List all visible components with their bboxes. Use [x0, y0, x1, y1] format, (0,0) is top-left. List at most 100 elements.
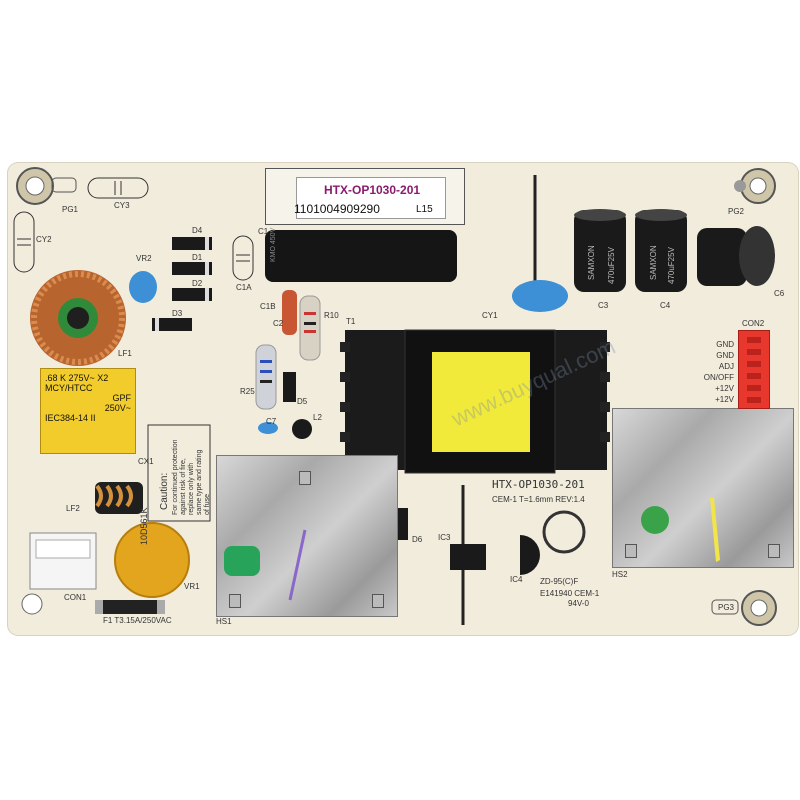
con2-pin-label: +12V [715, 395, 734, 404]
caution-line: replace only with [188, 462, 195, 515]
resistor-c2 [282, 290, 297, 335]
cap-rating: 470uF25V [667, 247, 676, 284]
label-serial: 1101004909290 [294, 202, 380, 216]
designator-l2: L2 [313, 413, 322, 422]
silk-material: CEM-1 T=1.6mm REV:1.4 [492, 495, 585, 504]
connector-con1 [29, 532, 97, 590]
designator-cx1: CX1 [138, 457, 154, 466]
designator-ic4: IC4 [510, 575, 523, 584]
designator-d5: D5 [297, 397, 308, 406]
svg-text:KMO 450V: KMO 450V [270, 227, 277, 262]
designator-ic3: IC3 [438, 533, 451, 542]
designator-d1: D1 [192, 253, 203, 262]
con2-pin-label: ADJ [718, 362, 734, 371]
ic4-optocoupler [520, 535, 540, 575]
designator-t1: T1 [346, 317, 356, 326]
output-capacitors [574, 209, 775, 292]
con2-pin-label: GND [716, 340, 734, 349]
silk-flammability: 94V-0 [568, 599, 589, 608]
ic3-chip [450, 544, 486, 570]
designator-pg2: PG2 [728, 207, 745, 216]
y-capacitor-vr2 [129, 271, 157, 303]
caution-line: For continued protection [172, 439, 179, 516]
designator-vr2: VR2 [136, 254, 152, 263]
varistor [114, 522, 190, 598]
x2-brand: GPF [112, 393, 131, 403]
caution-box [147, 424, 211, 522]
heatsink-slot [768, 544, 780, 558]
designator-cy3: CY3 [114, 201, 130, 210]
designator-d3: D3 [172, 309, 183, 318]
designator-pg3: PG3 [718, 603, 735, 612]
designator-c6: C6 [774, 289, 785, 298]
cap-brand: SAMXON [587, 245, 596, 280]
capacitor-c7 [258, 422, 278, 434]
diode-d5 [283, 372, 296, 402]
fuse-label: F1 T3.15A/250VAC [103, 616, 172, 625]
diode-d6 [395, 508, 408, 540]
resistor-r25 [255, 344, 277, 410]
caution-line: against risk of fire, [180, 458, 187, 515]
caution-line: of fuse [204, 493, 211, 515]
designator-r10: R10 [324, 311, 339, 320]
cap-rating: 470uF25V [607, 247, 616, 284]
caution-line: same type and rating [196, 449, 203, 515]
silk-ul: E141940 CEM-1 [540, 589, 600, 598]
transformer-core [432, 352, 530, 452]
diode-bridge [152, 237, 212, 331]
label-model: HTX-OP1030-201 [324, 183, 421, 197]
x2-voltage: 250V~ [104, 403, 131, 413]
con2-pin-label: +12V [715, 384, 734, 393]
designator-c1b: C1B [260, 302, 276, 311]
varistor-label: 10D561K [139, 507, 149, 545]
heatsink-hs1 [216, 455, 398, 617]
designator-cy1: CY1 [482, 311, 498, 320]
designator-c1: C1 [258, 227, 269, 236]
x2-cert: MCY/HTCC [45, 383, 93, 393]
cap-symbol-cy2 [13, 211, 35, 273]
cap-symbol-c1a [232, 235, 254, 281]
resistor-r10 [299, 295, 321, 361]
mounting-hole-pg3 [711, 590, 777, 626]
designator-c2: C2 [273, 319, 284, 328]
designator-d6: D6 [412, 535, 423, 544]
toroid-inductor [30, 270, 126, 366]
cap-symbol-cy3 [87, 177, 149, 199]
designator-r25: R25 [240, 387, 255, 396]
brand-logo [542, 510, 586, 554]
designator-pg1: PG1 [62, 205, 79, 214]
designator-hs2: HS2 [612, 570, 628, 579]
heatsink-slot [299, 471, 311, 485]
heatsink-slot [625, 544, 637, 558]
x2-rating: .68 K 275V~ X2 [45, 373, 109, 383]
connector-con2 [738, 330, 770, 409]
x2-capacitor: .68 K 275V~ X2 MCY/HTCC GPF 250V~ IEC384… [40, 368, 136, 454]
designator-vr1: VR1 [184, 582, 200, 591]
transistor-l2 [292, 419, 312, 439]
designator-c1a: C1A [236, 283, 252, 292]
con2-pin-label: GND [716, 351, 734, 360]
con2-pin-label: ON/OFF [703, 373, 734, 382]
designator-c3: C3 [598, 301, 609, 310]
heatsink-slot [372, 594, 384, 608]
designator-con1: CON1 [64, 593, 87, 602]
bulk-capacitor [265, 230, 457, 282]
heatsink-slot [229, 594, 241, 608]
designator-con2: CON2 [742, 319, 765, 328]
heatsink-hs2 [612, 408, 794, 568]
designator-c7: C7 [266, 417, 277, 426]
designator-cy2: CY2 [36, 235, 52, 244]
designator-lf1: LF1 [118, 349, 132, 358]
cap-brand: SAMXON [649, 245, 658, 280]
y-capacitor-cy1 [512, 280, 568, 312]
designator-lf2: LF2 [66, 504, 80, 513]
designator-c4: C4 [660, 301, 671, 310]
designator-d2: D2 [192, 279, 203, 288]
designator-hs1: HS1 [216, 617, 232, 626]
corner-hole-bottom-left [21, 593, 43, 615]
caution-title: Caution: [159, 472, 170, 510]
silk-model: HTX-OP1030-201 [492, 478, 585, 491]
designator-d4: D4 [192, 226, 203, 235]
mounting-hole-pg2 [734, 168, 776, 204]
